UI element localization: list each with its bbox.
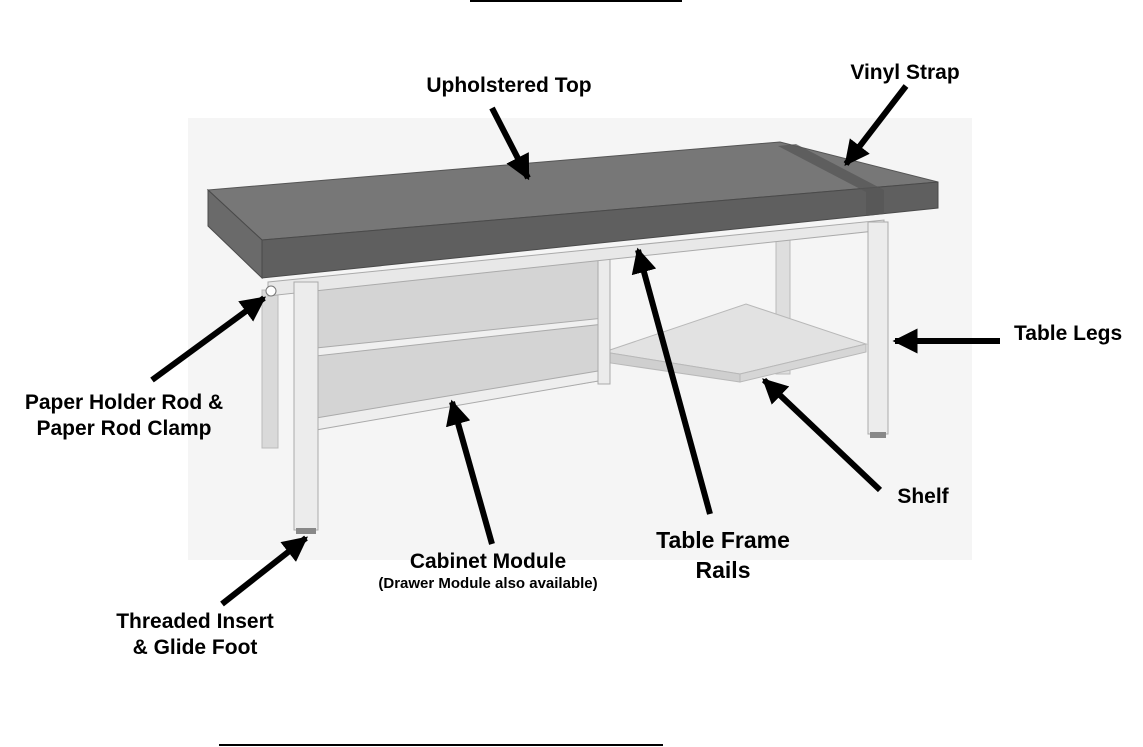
label-cabinet-module: Cabinet Module (Drawer Module also avail…	[378, 549, 597, 593]
label-paper-holder-line2: Paper Rod Clamp	[36, 417, 212, 440]
label-shelf: Shelf	[897, 485, 949, 508]
label-table-frame-line2: Rails	[695, 557, 751, 583]
label-upholstered-top: Upholstered Top	[426, 74, 592, 97]
label-threaded-line1: Threaded Insert	[116, 610, 274, 633]
shelf-edge	[739, 343, 867, 383]
label-table-frame-rails: Table Frame Rails	[656, 525, 790, 585]
cabinet-divider	[597, 253, 611, 385]
arrow-paper-holder	[150, 295, 267, 383]
label-table-legs: Table Legs	[1014, 322, 1123, 345]
arrow-upholstered-top	[489, 106, 531, 181]
label-threaded-insert: Threaded Insert & Glide Foot	[116, 609, 274, 661]
label-paper-holder-line1: Paper Holder Rod &	[24, 391, 224, 414]
label-paper-holder: Paper Holder Rod & Paper Rod Clamp	[25, 390, 223, 442]
front-left-foot	[296, 528, 316, 534]
label-table-frame-line1: Table Frame	[656, 527, 790, 553]
back-left-leg	[261, 289, 279, 449]
top-rule	[470, 0, 682, 2]
front-right-foot	[870, 432, 886, 438]
bottom-rule	[219, 744, 663, 746]
label-threaded-line2: & Glide Foot	[132, 636, 258, 659]
arrow-shelf	[761, 377, 883, 493]
paper-rod-clamp	[265, 285, 277, 297]
front-right-leg	[867, 221, 889, 435]
label-cabinet-module-note: (Drawer Module also available)	[378, 575, 598, 592]
label-cabinet-module-title: Cabinet Module	[409, 550, 567, 573]
cushion-side	[207, 188, 263, 280]
label-vinyl-strap: Vinyl Strap	[850, 61, 960, 84]
arrow-threaded-insert	[220, 535, 308, 607]
vinyl-strap	[778, 144, 884, 216]
arrow-table-frame-rails	[631, 247, 713, 515]
arrow-cabinet-module	[446, 399, 495, 545]
front-left-leg	[293, 281, 319, 531]
arrow-vinyl-strap	[843, 84, 909, 166]
